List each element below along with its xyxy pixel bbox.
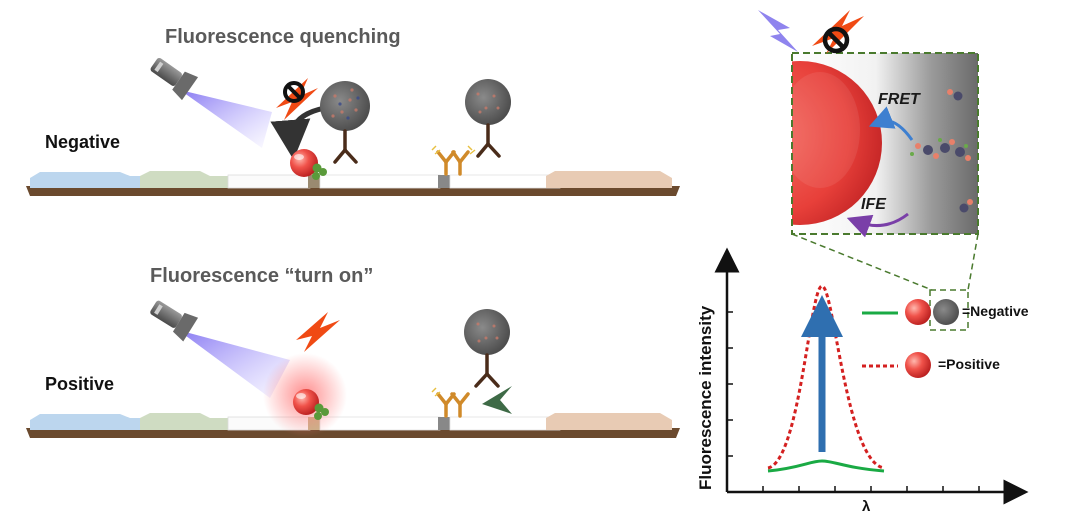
quantum-dot-icon [293,389,319,415]
ife-label: IFE [861,196,886,213]
zoom-inset [791,52,979,238]
prohibit-icon [822,26,850,54]
positive-curve [767,284,885,470]
antigen-icon [314,403,329,420]
antibody-sparkles [431,387,441,397]
quantum-dot-icon [905,299,931,325]
lateral-flow-strip-negative [26,171,680,196]
flashlight-icon [150,300,290,398]
antigen-icon [482,386,512,414]
y-axis-label: Fluorescence intensity [696,305,715,490]
nanoparticle-icon [465,79,511,125]
positive-label: Positive [45,374,115,394]
nanoparticle-icon [320,81,370,131]
antigen-icon [312,163,327,180]
nanoparticle-icon [464,309,510,355]
negative-label: Negative [45,132,121,152]
antibody-icon [436,392,470,418]
antibody-icon [436,150,470,176]
fret-label: FRET [878,91,920,108]
quench-arrow [270,105,326,160]
antibody-icon [476,123,501,158]
antibody-icon [474,353,500,388]
antibody-icon [333,129,358,164]
lightning-icon [758,10,864,54]
lightning-icon [296,312,340,352]
negative-curve [767,459,885,473]
quantum-dot-icon [290,149,318,177]
nanoparticle-surface-icon [910,89,973,213]
panel-title-negative: Fluorescence quenching [165,26,401,48]
spectrum-plot [714,247,1029,505]
quantum-dot-icon [905,352,931,378]
legend-positive-label: =Positive [938,356,1000,372]
prohibit-icon [283,81,305,103]
antibody-sparkles [431,145,476,155]
flashlight-icon [150,58,272,148]
lateral-flow-strip-positive [26,413,680,438]
panel-title-positive: Fluorescence “turn on” [150,265,374,287]
x-axis-label: λ [862,498,871,515]
nanoparticle-icon [933,299,959,325]
legend-negative-label: =Negative [962,303,1029,319]
